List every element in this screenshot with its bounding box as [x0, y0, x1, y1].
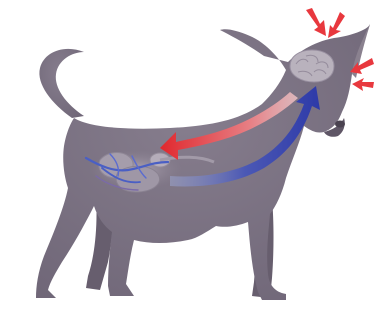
- dog-tail: [39, 49, 84, 118]
- stimulus-arrow-icon: [352, 78, 374, 91]
- stimulus-arrow-icon: [306, 8, 326, 36]
- dog-nose: [335, 121, 345, 128]
- stimulus-arrow-icon: [328, 12, 345, 38]
- brain-icon: [290, 50, 334, 82]
